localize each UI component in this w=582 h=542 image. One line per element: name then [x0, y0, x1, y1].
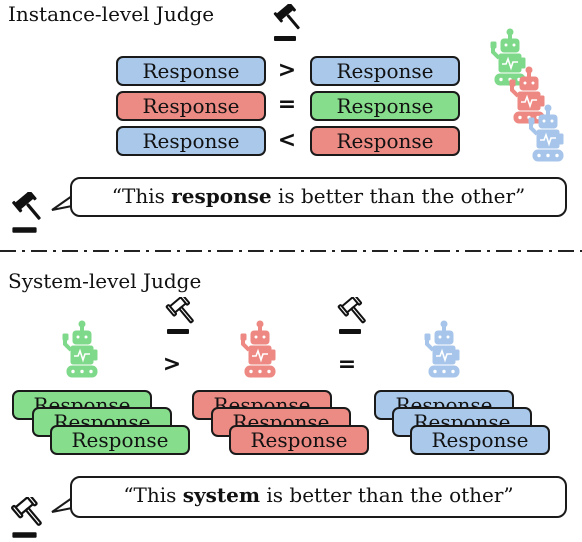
greater-than-symbol: >	[162, 352, 182, 377]
gavel-icon	[335, 297, 375, 337]
instance-judge-speech-bubble: “This response is better than the other”	[70, 177, 567, 217]
gavel-icon	[8, 192, 52, 236]
gavel-icon	[8, 497, 52, 541]
response-box: Response	[50, 425, 190, 455]
response-box: Response	[229, 425, 369, 455]
greater-than-symbol: >	[277, 58, 297, 83]
response-box: Response	[116, 56, 266, 86]
robot-icon	[424, 320, 464, 380]
system-judge-title: System-level Judge	[8, 269, 202, 293]
response-box: Response	[310, 91, 460, 121]
robot-icon	[528, 104, 568, 164]
quote-text: “This	[111, 184, 172, 208]
equals-symbol: =	[337, 352, 357, 377]
quote-text: is better than the other”	[260, 483, 514, 507]
response-box: Response	[310, 126, 460, 156]
quote-text: is better than the other”	[271, 184, 526, 208]
less-than-symbol: <	[277, 128, 297, 153]
response-box: Response	[410, 425, 550, 455]
speech-tail	[51, 497, 73, 513]
quote-emphasis: system	[182, 483, 261, 507]
equals-symbol: =	[277, 92, 297, 117]
speech-tail	[51, 195, 73, 211]
response-box: Response	[310, 56, 460, 86]
robot-icon	[62, 320, 102, 380]
quote-emphasis: response	[171, 184, 272, 208]
response-box: Response	[116, 126, 266, 156]
robot-icon	[240, 320, 280, 380]
instance-judge-title: Instance-level Judge	[8, 2, 215, 26]
system-judge-speech-bubble: “This system is better than the other”	[70, 476, 567, 518]
gavel-icon	[163, 297, 203, 337]
response-box: Response	[192, 390, 332, 420]
quote-text: “This	[123, 483, 183, 507]
gavel-icon	[270, 4, 310, 44]
response-box: Response	[116, 91, 266, 121]
section-divider	[0, 250, 582, 252]
